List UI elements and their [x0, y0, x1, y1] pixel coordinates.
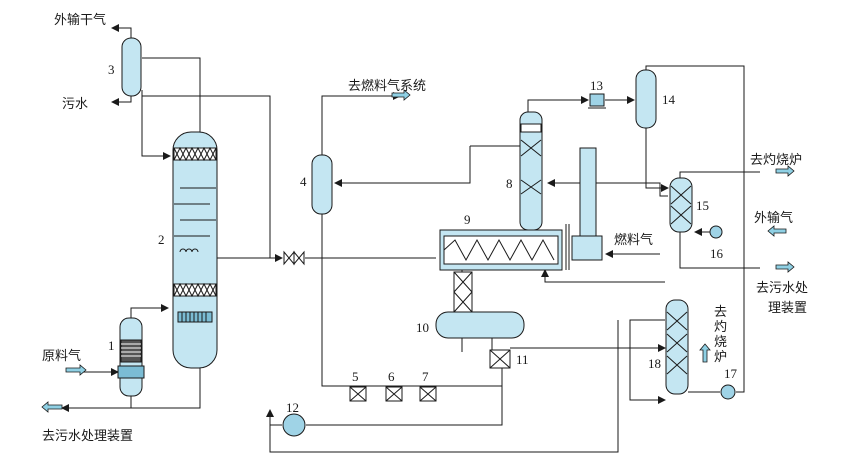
equipment-16-pump — [709, 225, 723, 239]
num-16: 16 — [710, 246, 724, 261]
num-15: 15 — [696, 198, 709, 213]
text-labels: 外输干气 污水 去燃料气系统 去灼烧炉 燃料气 外输气 去污水处 理装置 原料气… — [42, 12, 808, 444]
equipment-12-pump — [282, 413, 306, 437]
num-5: 5 — [352, 369, 359, 384]
flow-arrows — [41, 89, 795, 413]
num-13: 13 — [590, 78, 603, 93]
sewage-right-arrow — [775, 261, 795, 273]
equipment-3-separator — [121, 37, 142, 97]
equipment-5 — [349, 386, 367, 402]
equipment-11-box — [489, 349, 511, 369]
equipment-numbers: 3 2 1 4 5 6 7 8 9 10 11 12 13 14 15 16 1… — [108, 62, 738, 415]
num-8: 8 — [506, 176, 513, 191]
num-12: 12 — [286, 400, 299, 415]
chimney — [579, 147, 597, 237]
equipment-4-separator — [311, 154, 333, 215]
equipment-15-column — [669, 177, 693, 233]
label-fuel-gas: 燃料气 — [614, 232, 653, 248]
label-to-burner-vertical: 去 灼 烧 炉 — [714, 305, 731, 365]
num-18: 18 — [648, 356, 661, 371]
label-raw-gas: 原料气 — [42, 348, 81, 364]
label-export-dry-gas: 外输干气 — [54, 12, 106, 28]
label-sewage: 污水 — [62, 97, 88, 112]
equipment-10-drum — [435, 311, 525, 339]
burner-top-arrow — [775, 165, 795, 177]
equipment-8-tower — [519, 111, 543, 231]
num-10: 10 — [416, 320, 429, 335]
num-6: 6 — [388, 369, 395, 384]
valve — [283, 250, 305, 266]
num-2: 2 — [158, 232, 165, 247]
packed-section — [453, 271, 473, 313]
num-14: 14 — [662, 92, 676, 107]
piping — [61, 24, 760, 453]
equipment-14-separator — [635, 69, 657, 129]
label-export-gas: 外输气 — [754, 210, 793, 226]
label-to-sewage-treatment-right-1: 去污水处 — [756, 281, 808, 296]
label-to-burner-top: 去灼烧炉 — [750, 153, 802, 168]
equipment-17-pump — [720, 384, 736, 400]
num-3: 3 — [108, 62, 115, 77]
equipment-7 — [419, 386, 437, 402]
label-to-sewage-treatment-bottom: 去污水处理装置 — [42, 429, 133, 444]
label-to-sewage-treatment-right-2: 理装置 — [768, 301, 807, 316]
equipment-6 — [385, 386, 403, 402]
sewage-bottom-arrow — [41, 401, 63, 413]
raw-gas-arrow — [65, 364, 87, 376]
equipment-2-column — [172, 131, 218, 369]
equipment-9-furnace — [439, 224, 603, 271]
num-9: 9 — [464, 212, 471, 227]
fuel-gas-system-arrow — [391, 89, 411, 101]
num-11: 11 — [516, 352, 529, 367]
burner-vertical-arrow — [699, 343, 711, 363]
num-4: 4 — [300, 174, 307, 189]
label-to-fuel-gas-system: 去燃料气系统 — [348, 78, 426, 94]
equipment-1-scrubber — [117, 317, 145, 397]
num-17: 17 — [724, 366, 738, 381]
equipment-13 — [588, 93, 606, 109]
equipment-18-column — [665, 299, 689, 395]
num-7: 7 — [422, 369, 429, 384]
num-1: 1 — [108, 338, 115, 353]
export-gas-arrow — [767, 225, 787, 237]
